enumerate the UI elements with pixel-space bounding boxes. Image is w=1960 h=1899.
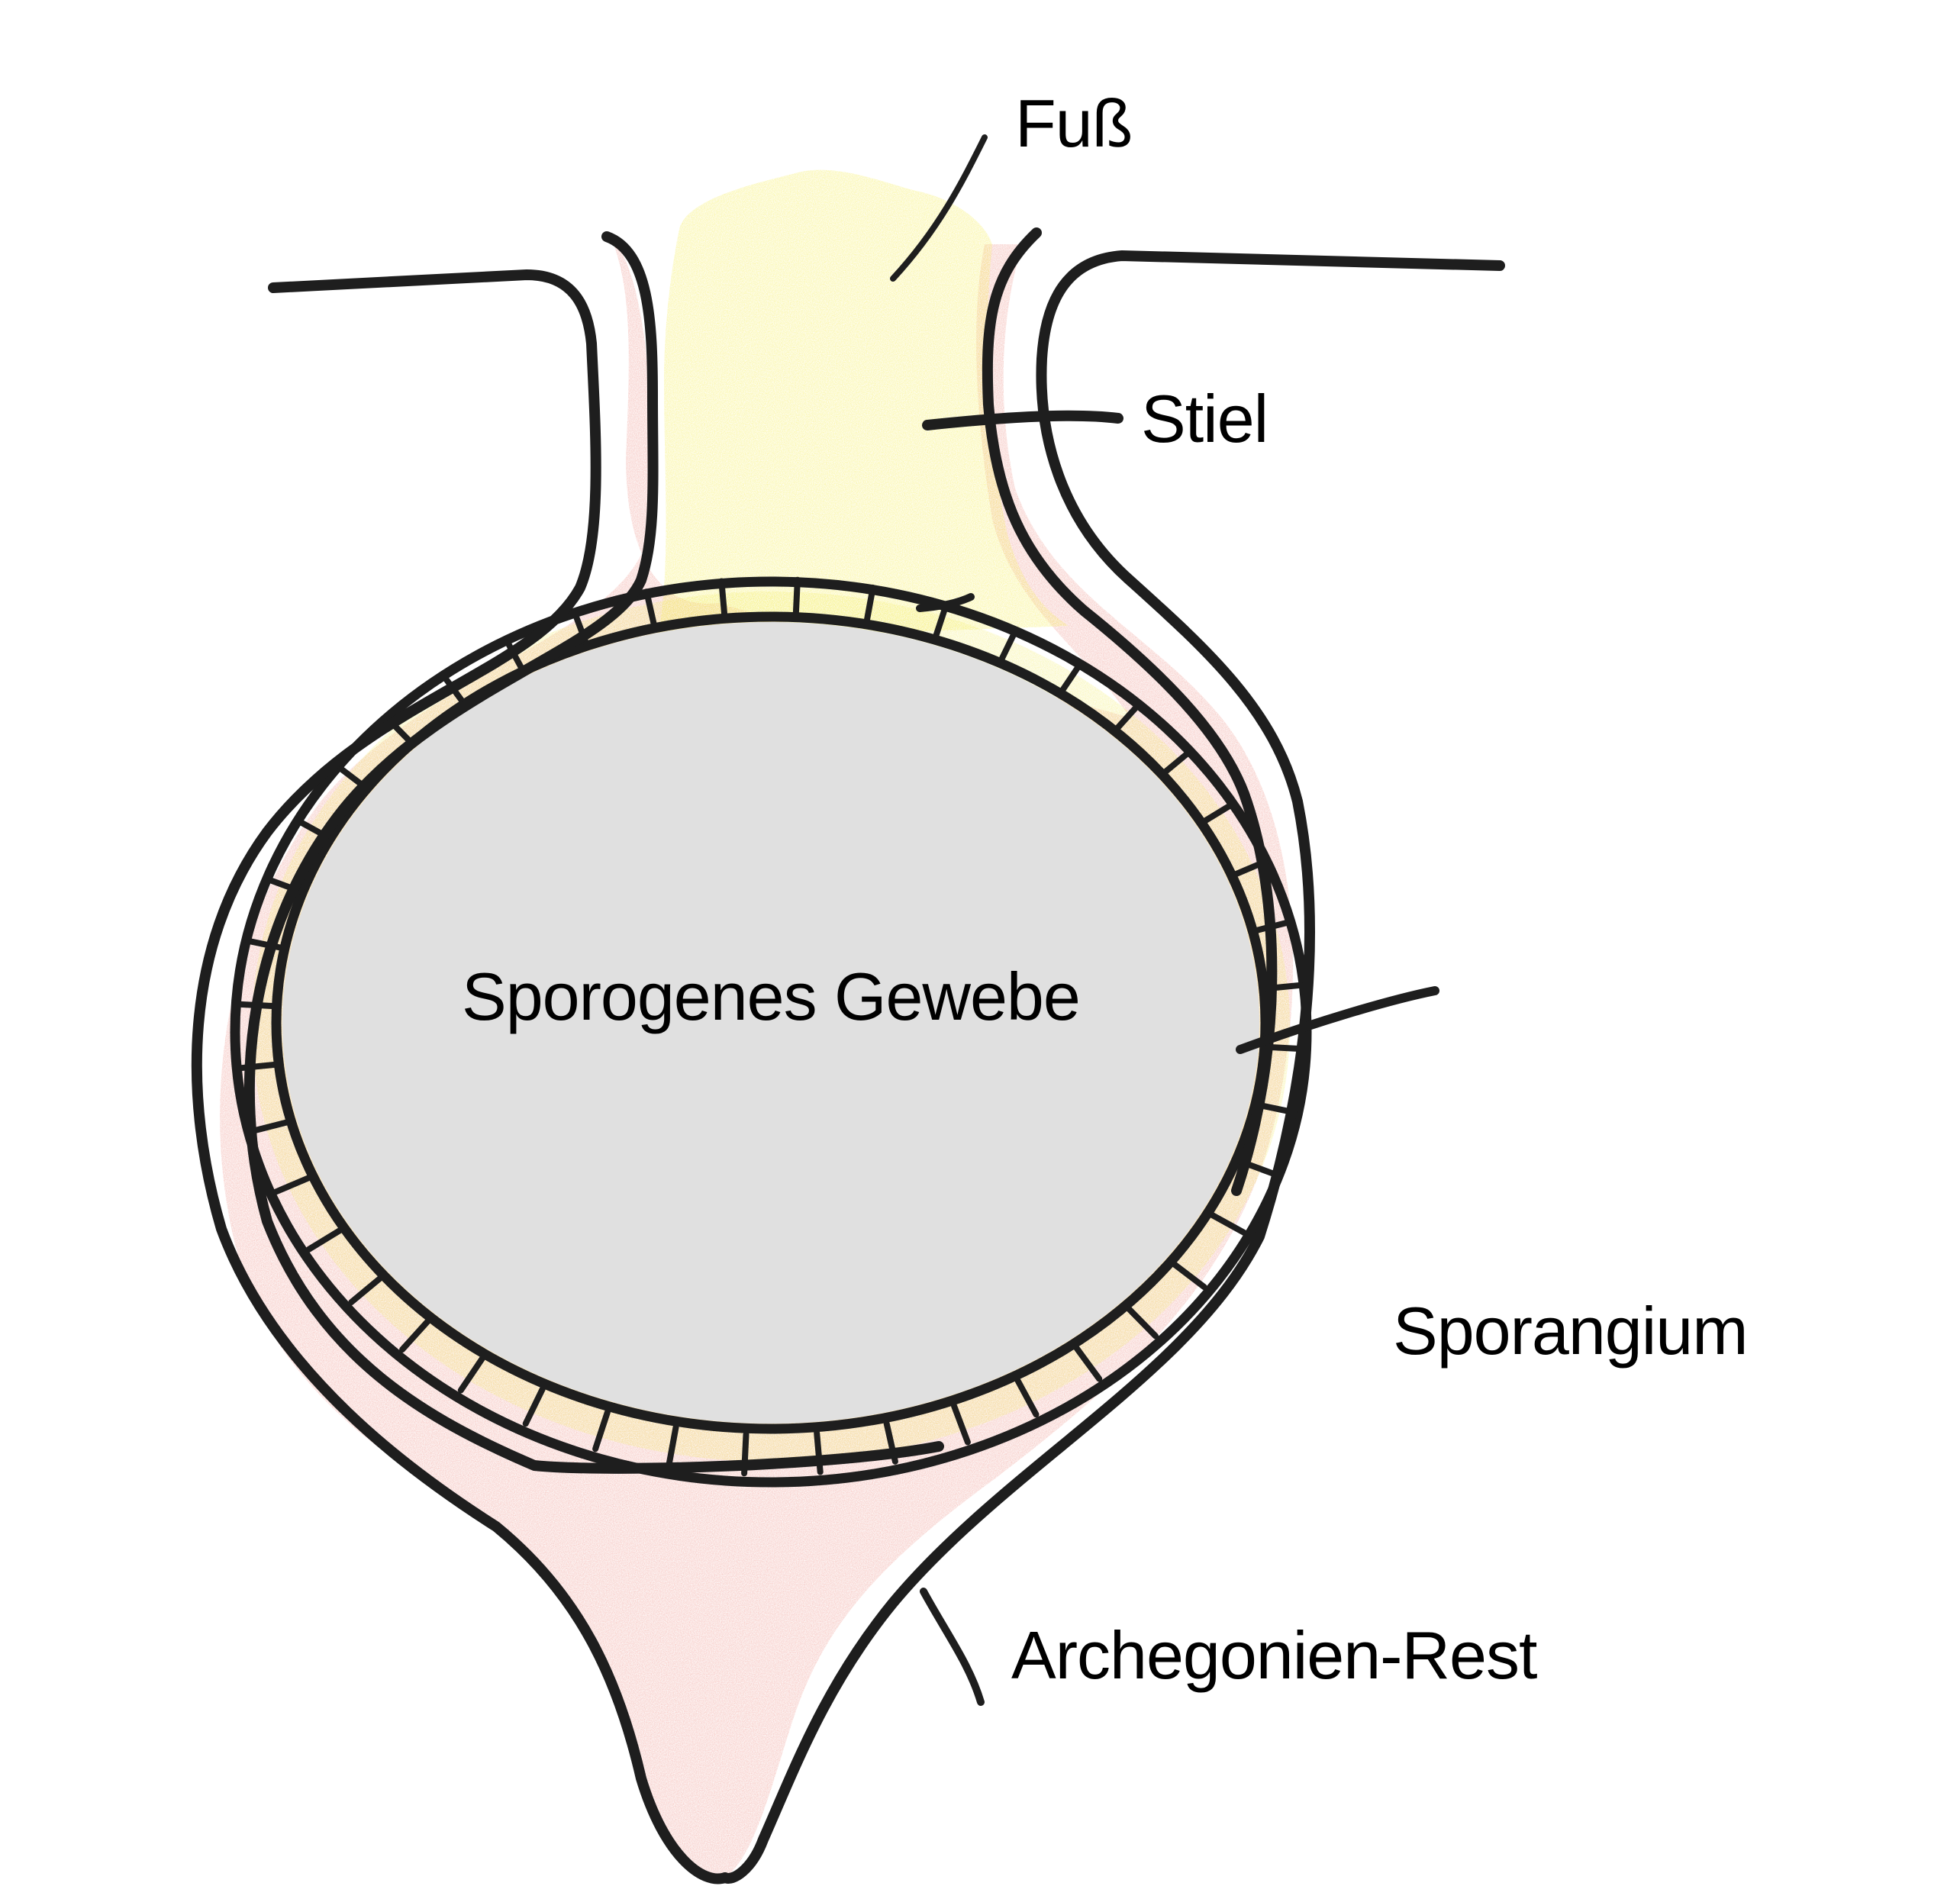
cell-wall-tick xyxy=(348,1275,384,1306)
label-sporangium: Sporangium xyxy=(1393,1293,1749,1369)
cell-wall-tick xyxy=(862,584,876,629)
sporogenous-tissue xyxy=(282,622,1259,1423)
cell-wall-tick xyxy=(666,1424,679,1469)
cell-wall-tick xyxy=(996,626,1020,668)
cell-wall-tick xyxy=(1056,659,1085,698)
cell-wall-tick xyxy=(951,1403,971,1446)
pointer-archegonium xyxy=(920,1588,985,1706)
cell-wall-tick xyxy=(1073,1345,1103,1382)
cell-wall-tick xyxy=(1208,1211,1247,1236)
cell-wall-tick xyxy=(718,578,728,624)
cell-wall-tick xyxy=(643,588,659,633)
pointer-fuss xyxy=(890,134,988,282)
cell-wall-tick xyxy=(571,608,591,650)
cell-wall-tick xyxy=(244,937,287,952)
pointer-sporangium xyxy=(1236,986,1439,1054)
cell-wall-tick xyxy=(457,1356,485,1394)
foot-fill xyxy=(656,169,1069,641)
cell-junction-mark xyxy=(916,593,975,612)
cell-wall-tick xyxy=(1198,801,1236,827)
cell-wall-tick xyxy=(250,1118,292,1134)
left-inner-contour xyxy=(243,231,944,1474)
cell-wall-tick xyxy=(931,601,949,644)
label-fuss: Fuß xyxy=(1015,85,1133,161)
right-inner-contour xyxy=(982,227,1278,1196)
label-sporogenous-tissue: Sporogenes Gewebe xyxy=(462,959,1081,1034)
cell-wall-tick xyxy=(305,1227,344,1253)
cell-wall-ticks xyxy=(235,576,1307,1477)
label-archegonium-remnant: Archegonien-Rest xyxy=(1011,1617,1537,1693)
cell-wall-tick xyxy=(1171,1261,1207,1291)
cell-wall-tick xyxy=(1111,700,1143,735)
cell-wall-tick xyxy=(1126,1306,1159,1340)
cell-wall-tick xyxy=(792,576,801,622)
label-stiel: Stiel xyxy=(1141,381,1269,456)
cell-wall-tick xyxy=(592,1409,611,1452)
left-outer-contour xyxy=(191,269,730,1884)
cell-wall-tick xyxy=(1158,747,1194,779)
cell-wall-tick xyxy=(1014,1378,1040,1418)
right-outer-contour xyxy=(720,250,1505,1884)
cell-wall-tick xyxy=(272,1174,313,1195)
cell-wall-tick xyxy=(522,1385,546,1427)
cell-wall-tick xyxy=(399,1318,431,1353)
pointer-stiel xyxy=(922,410,1123,430)
